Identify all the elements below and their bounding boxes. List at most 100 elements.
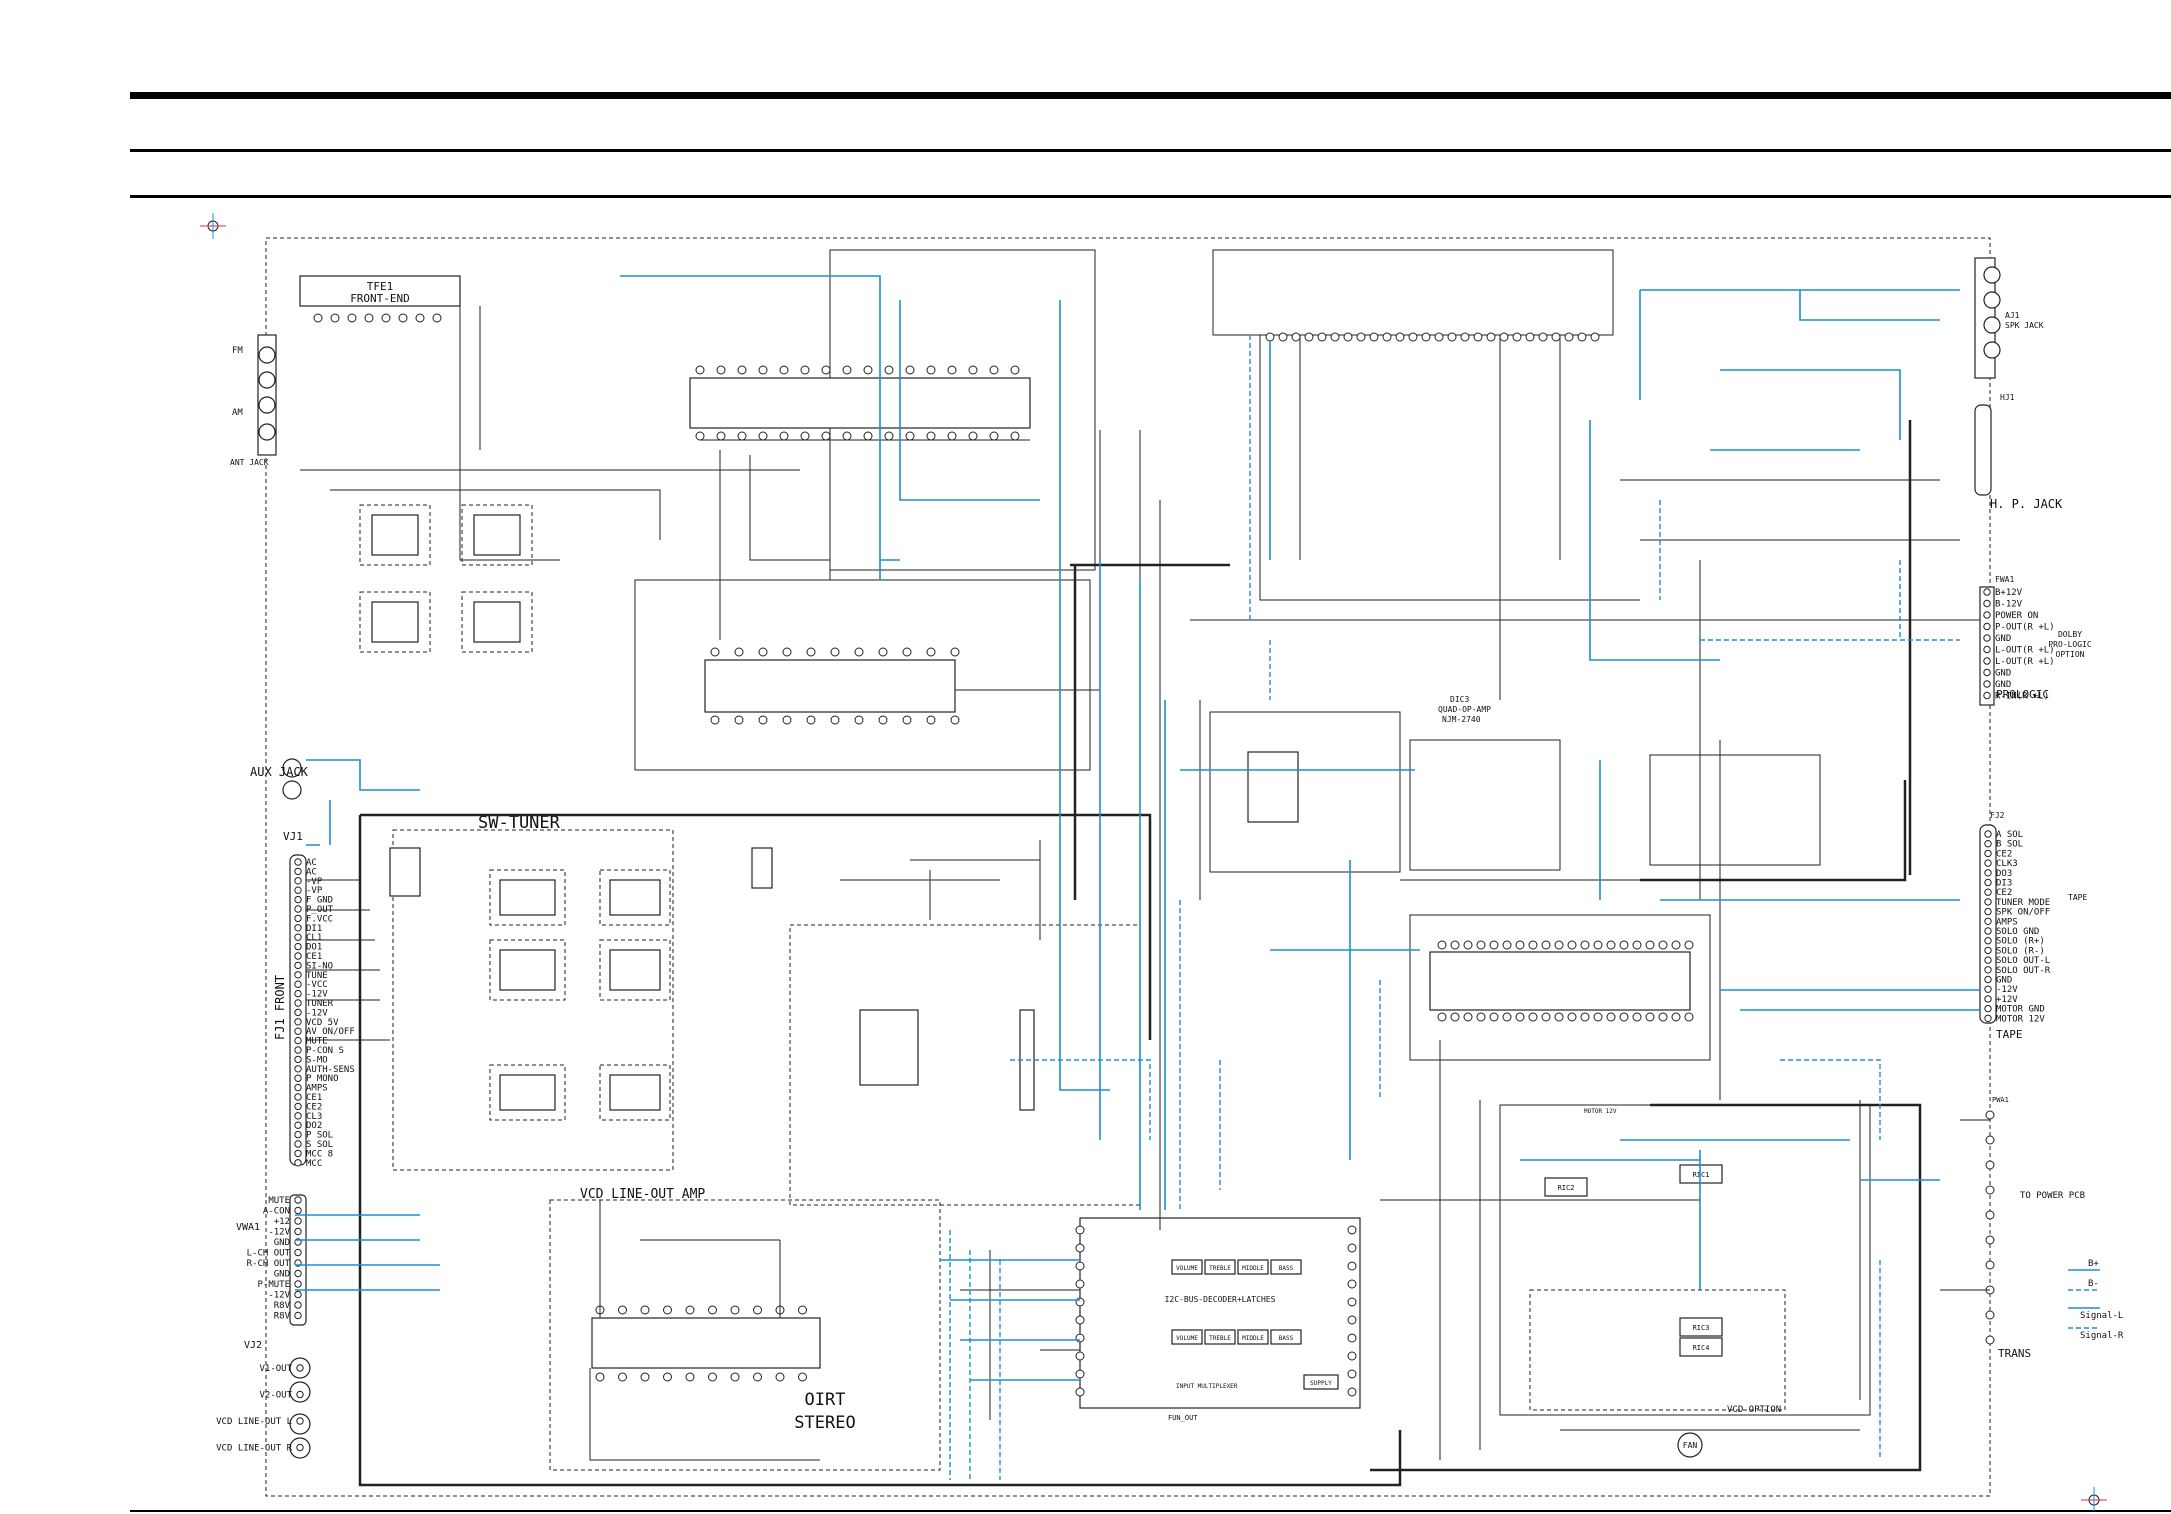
front-end-module: TFE1 FRONT-END (299, 275, 461, 323)
pin-marker (1985, 1160, 1995, 1170)
pin-label: CE2 (306, 1102, 322, 1112)
tone-control-ic: I2C-BUS-DECODER+LATCHES VOLUME TREBLE MI… (1075, 1217, 1361, 1422)
pin-marker (294, 914, 302, 923)
pin-marker (294, 1217, 302, 1225)
pin-marker (1010, 365, 1020, 375)
bottom-rule (130, 1510, 2171, 1512)
ric2-label: RIC1 (1693, 1171, 1710, 1179)
pin-marker (1985, 1210, 1995, 1220)
i2c-bus-label: I2C-BUS-DECODER+LATCHES (1165, 1295, 1276, 1304)
pin-marker (1984, 966, 1992, 974)
pin-label: CE1 (306, 952, 322, 962)
tape-side-label: TAPE (2068, 893, 2087, 902)
pin-label: MOTOR 12V (1996, 1014, 2045, 1024)
pin-marker (902, 647, 912, 657)
vj1-label: VJ1 (283, 830, 303, 843)
pin-marker (1551, 332, 1561, 342)
pin-marker (1984, 898, 1992, 906)
pin-marker (1450, 1012, 1460, 1022)
pin-label: -VP (306, 877, 323, 887)
pin-marker (294, 905, 302, 913)
supply-block: SUPPLY (1310, 1380, 1332, 1387)
pin-marker (905, 431, 915, 441)
pin-marker (782, 715, 792, 725)
pin-marker (1075, 1369, 1085, 1379)
display-block (1212, 249, 1614, 342)
treble-block-2: TREBLE (1209, 1335, 1231, 1342)
pin-marker (1476, 1012, 1486, 1022)
pin-marker (926, 431, 936, 441)
middle-block-2: MIDDLE (1242, 1335, 1264, 1342)
pin-label: GND (1995, 669, 2011, 679)
pin-marker (1528, 940, 1538, 950)
pin-marker (798, 1372, 807, 1382)
pin-marker (1985, 1110, 1995, 1120)
pin-marker (1304, 332, 1314, 342)
pin-label: GND (1995, 634, 2011, 644)
pin-marker (618, 1305, 627, 1315)
pin-label: SOLO OUT-R (1996, 966, 2051, 976)
pin-marker (1437, 940, 1447, 950)
pin-marker (1632, 940, 1642, 950)
pin-marker (294, 1159, 302, 1167)
pin-marker (1984, 888, 1992, 896)
pin-marker (734, 715, 744, 725)
hj1-connector: HJ1 H. P. JACK (1974, 393, 2063, 511)
pin-marker (294, 1027, 302, 1035)
pin-marker (294, 924, 302, 932)
pin-marker (294, 1248, 302, 1257)
pin-marker (1619, 940, 1629, 950)
pin-label: VCD LINE-OUT R (216, 1444, 292, 1454)
pin-marker (800, 431, 810, 441)
pin-label: SOLO OUT-L (1996, 956, 2050, 966)
option-label: OPTION (2056, 650, 2085, 659)
pin-marker (294, 1290, 302, 1299)
pin-marker (1347, 1315, 1357, 1325)
pin-label: R-CH OUT (247, 1259, 291, 1269)
pin-label: F.VCC (306, 914, 333, 924)
pin-label: F GND (306, 896, 333, 906)
pin-marker (1684, 1012, 1694, 1022)
pin-marker (758, 715, 768, 725)
pin-marker (926, 715, 936, 725)
pin-label: P-MUTE (257, 1280, 290, 1290)
pin-marker (1983, 622, 1991, 631)
pin-marker (878, 715, 888, 725)
pin-label: MCC 8 (306, 1149, 333, 1159)
tfe1-label: TFE1 (367, 280, 394, 293)
pin-marker (1983, 611, 1991, 619)
pin-marker (1983, 645, 1991, 654)
pin-marker (1645, 1012, 1655, 1022)
legend-b-plus: B+ (2088, 1259, 2099, 1269)
pin-label: L-OUT(R +L) (1995, 657, 2055, 667)
pin-marker (1606, 1012, 1616, 1022)
pin-marker (884, 431, 894, 441)
pin-marker (758, 365, 768, 375)
pin-marker (806, 647, 816, 657)
vcd-option-block: VCD OPTION RIC2 RIC1 RIC3 RIC4 FAN MOTOR… (1499, 1104, 1871, 1458)
tuner-ic-upper (689, 249, 1096, 571)
pin-marker (1515, 940, 1525, 950)
pin-label: S-MO (306, 1055, 328, 1065)
pin-label: R8V (274, 1312, 291, 1322)
front-end-label: FRONT-END (350, 292, 410, 305)
pin-label: P SOL (306, 1131, 333, 1141)
dolby-label: DOLBY (2058, 630, 2082, 639)
pin-marker (364, 313, 374, 323)
pin-marker (1984, 927, 1992, 935)
pin-marker (1347, 1369, 1357, 1379)
pin-marker (595, 1372, 605, 1382)
pin-label: -VCC (306, 980, 328, 990)
front-end-box (299, 275, 461, 307)
pin-marker (1580, 940, 1590, 950)
pin-marker (294, 1036, 302, 1045)
pin-marker (1567, 940, 1577, 950)
pin-marker (1671, 940, 1681, 950)
quad-op-amp-label: QUAD-OP-AMP (1438, 705, 1491, 714)
pin-marker (685, 1372, 695, 1382)
pin-marker (716, 431, 726, 441)
pin-marker (1983, 634, 1991, 642)
pin-marker (294, 999, 302, 1007)
pin-label: GND (1996, 976, 2012, 986)
pin-marker (806, 715, 816, 725)
